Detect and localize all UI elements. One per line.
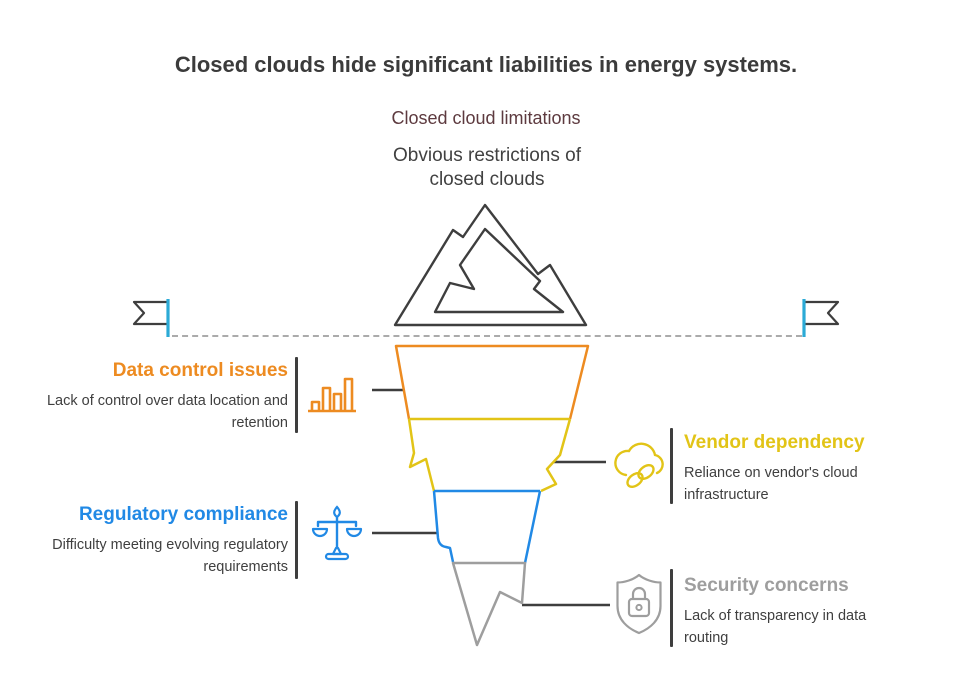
funnel-segment-security: [451, 561, 527, 647]
block-data-control-title: Data control issues: [112, 360, 288, 381]
block-vendor-description: Reliance on vendor's cloud infrastructur…: [684, 464, 858, 503]
block-regulatory-title: Regulatory compliance: [78, 504, 288, 525]
flag-right-icon: [802, 299, 840, 337]
bar-chart-icon: [308, 377, 356, 413]
block-regulatory: Regulatory compliance Difficulty meeting…: [38, 504, 288, 578]
funnel-segment-regulatory: [432, 489, 542, 564]
block-security-title: Security concerns: [684, 575, 849, 596]
divider-security: [670, 569, 673, 647]
block-vendor: Vendor dependency Reliance on vendor's c…: [684, 432, 890, 506]
block-vendor-title: Vendor dependency: [684, 432, 865, 453]
page-title: Closed clouds hide significant liabiliti…: [174, 52, 798, 77]
cloud-link-icon: [614, 442, 664, 488]
divider-vendor: [670, 428, 673, 504]
flag-left-icon: [132, 299, 170, 337]
mountain-icon: [393, 203, 588, 327]
section-label: Closed cloud limitations: [391, 108, 581, 128]
block-security-description: Lack of transparency in data routing: [684, 607, 867, 646]
block-regulatory-description: Difficulty meeting evolving regulatory r…: [52, 536, 288, 575]
block-data-control: Data control issues Lack of control over…: [38, 360, 288, 434]
waterline-dash: [172, 335, 802, 337]
divider-data-control: [295, 357, 298, 433]
divider-regulatory: [295, 501, 298, 579]
block-security: Security concerns Lack of transparency i…: [684, 575, 896, 649]
scales-icon: [311, 505, 363, 561]
section-sublabel: Obvious restrictions of closed clouds: [393, 145, 581, 190]
shield-lock-icon: [616, 573, 662, 635]
funnel-segment-data-control: [394, 344, 590, 420]
block-data-control-description: Lack of control over data location and r…: [46, 392, 288, 431]
funnel-segment-vendor: [407, 417, 572, 493]
funnel-diagram: [372, 344, 610, 647]
